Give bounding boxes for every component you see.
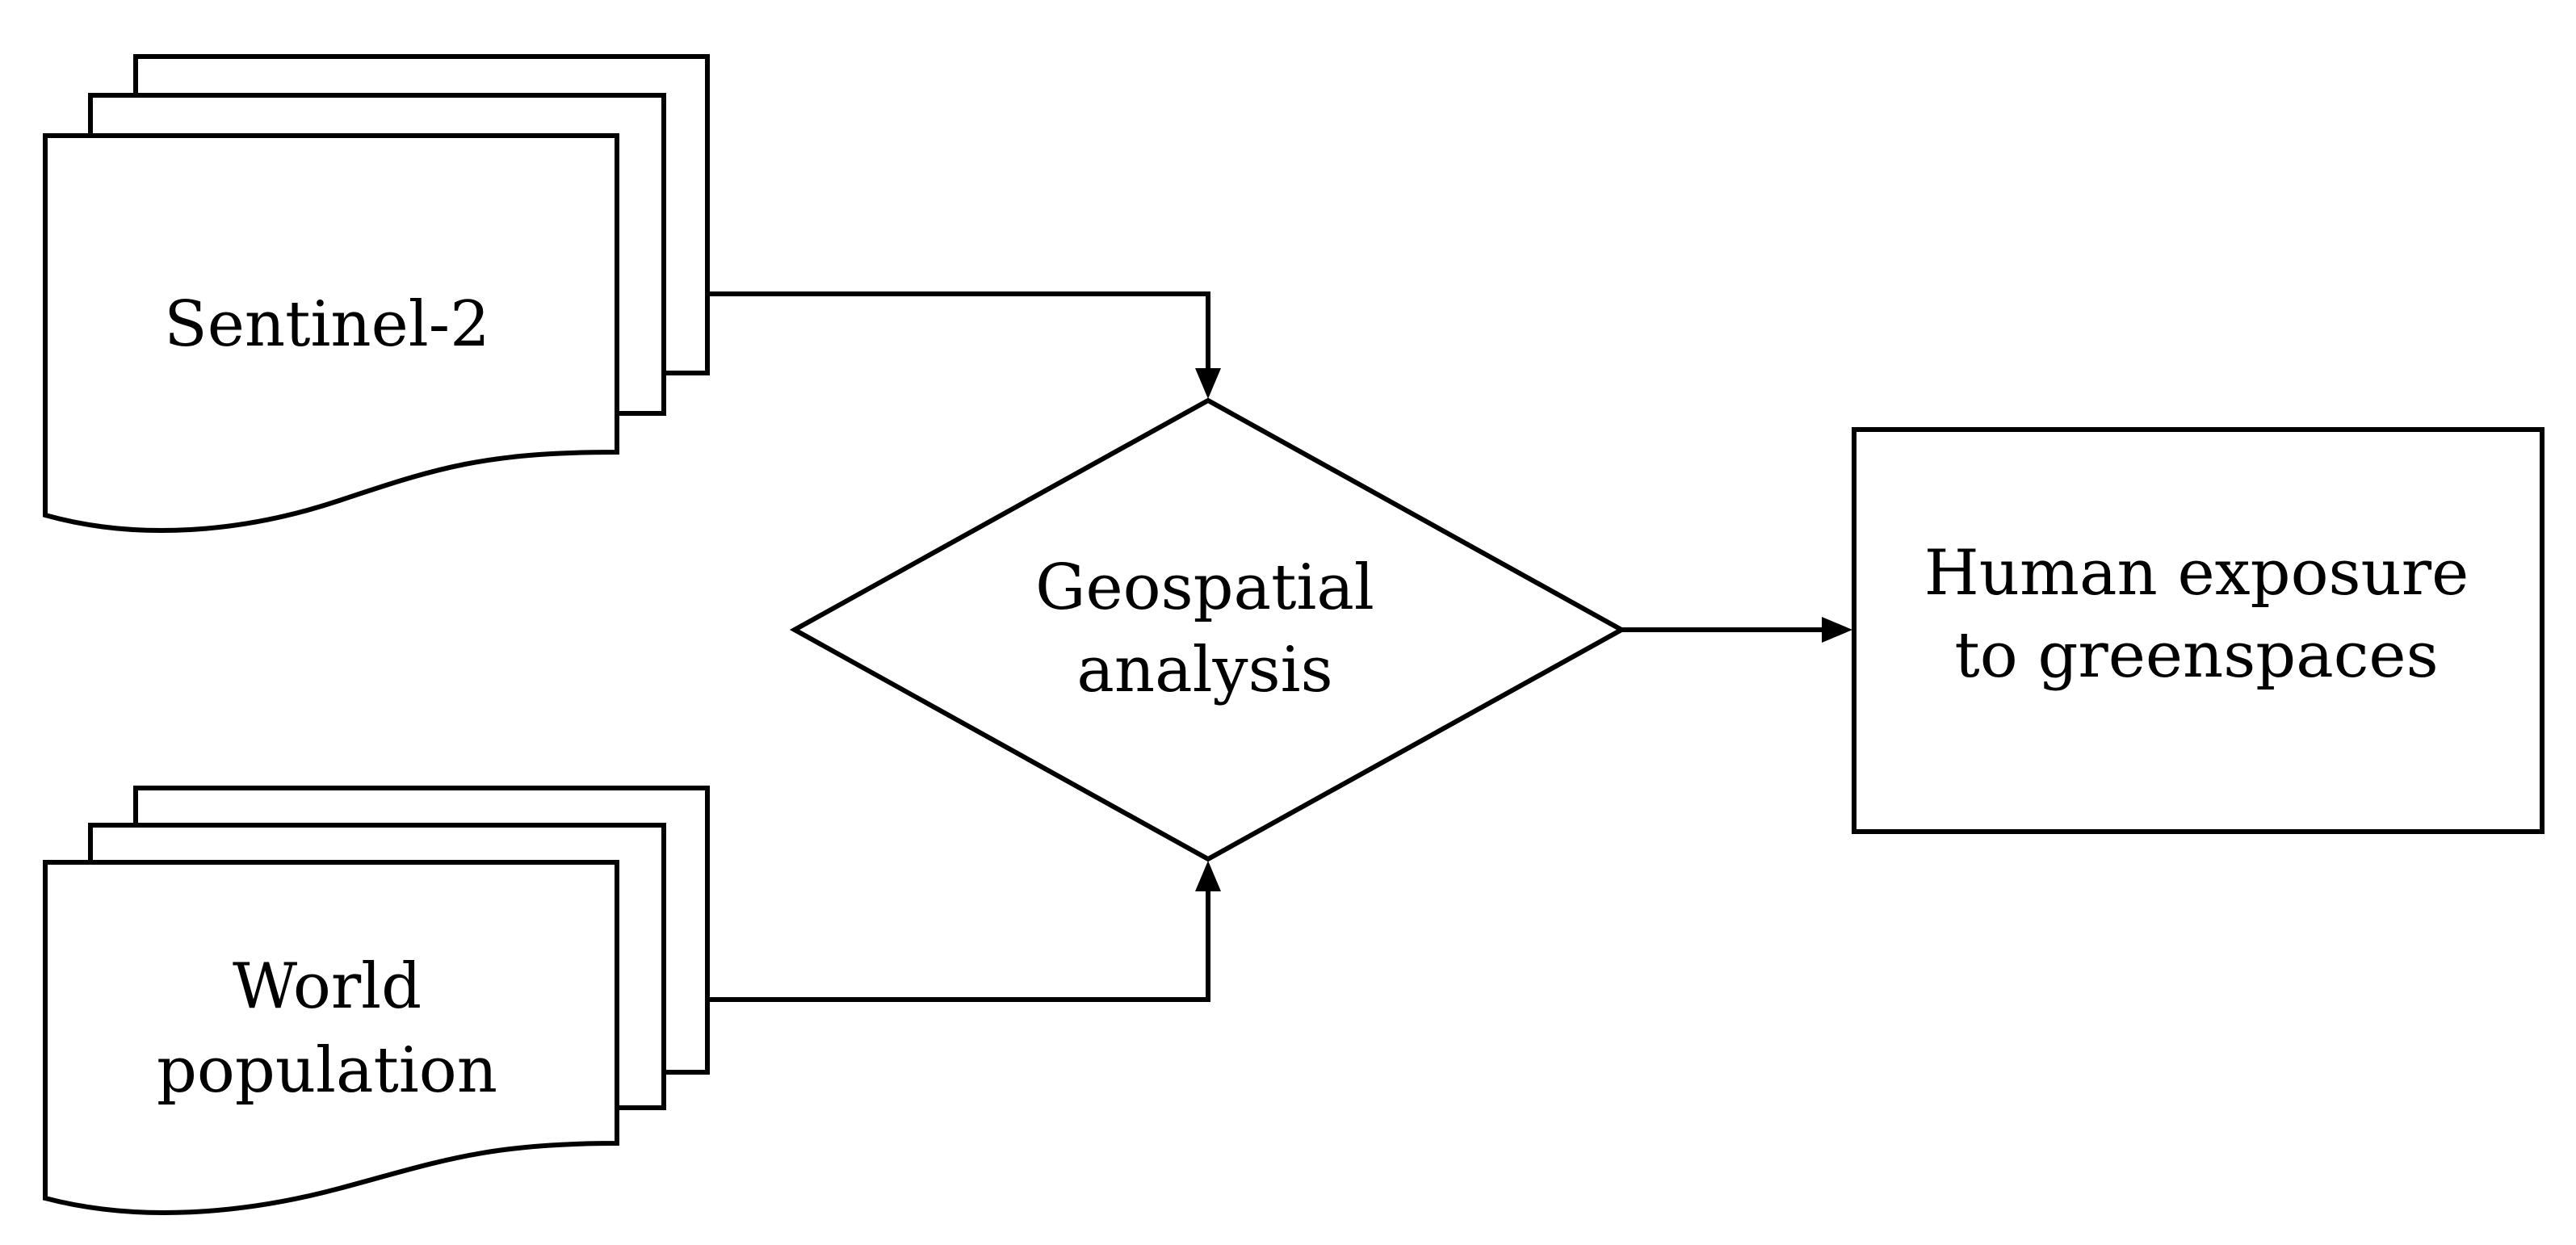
world-population-document-stack: World population xyxy=(43,786,710,1215)
connectors xyxy=(707,291,1852,1002)
arrowhead-down xyxy=(1195,368,1221,399)
decision-diamond xyxy=(789,397,1627,862)
sentinel-to-analysis-connector xyxy=(707,291,1210,370)
arrowhead-right xyxy=(1822,617,1852,643)
geospatial-analysis-label-line-1: Geospatial xyxy=(1035,551,1374,624)
geospatial-analysis-label-line-2: analysis xyxy=(1076,634,1332,706)
document-front-sheet xyxy=(43,860,619,1215)
output-rectangle xyxy=(1852,427,2545,834)
document-front-sheet xyxy=(43,133,619,534)
world-population-label-line-1: World xyxy=(233,950,422,1023)
sentinel-2-label: Sentinel-2 xyxy=(164,288,489,361)
human-exposure-label-line-2: to greenspaces xyxy=(1954,619,2438,692)
arrowhead-up xyxy=(1195,861,1221,891)
geospatial-analysis-decision: Geospatial analysis xyxy=(789,397,1627,862)
human-exposure-label-line-1: Human exposure xyxy=(1924,537,2469,610)
human-exposure-output: Human exposure to greenspaces xyxy=(1852,427,2545,834)
world-population-label-line-2: population xyxy=(157,1034,497,1107)
sentinel-2-document-stack: Sentinel-2 xyxy=(43,54,710,534)
population-to-analysis-connector xyxy=(707,890,1210,1002)
